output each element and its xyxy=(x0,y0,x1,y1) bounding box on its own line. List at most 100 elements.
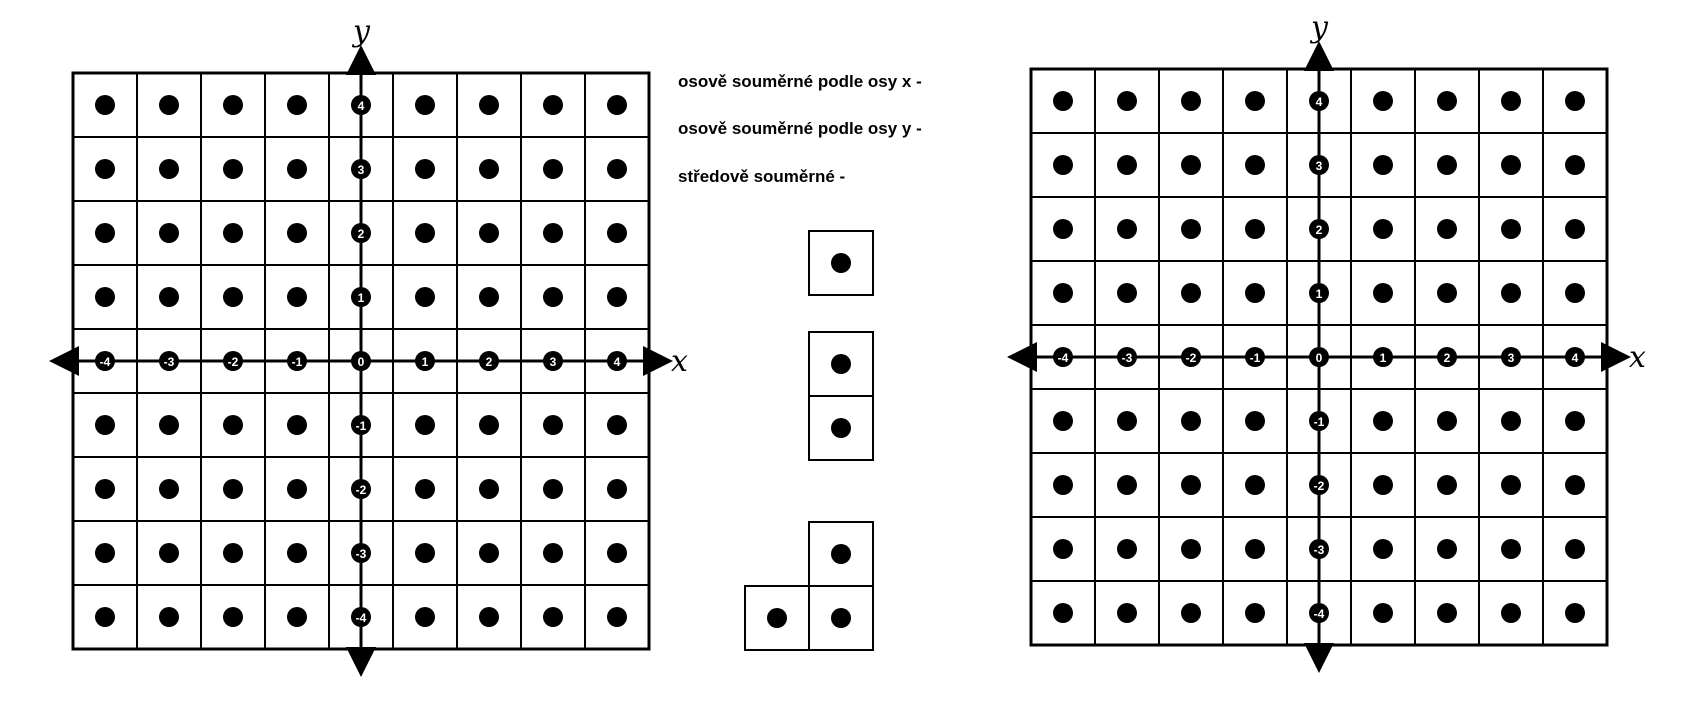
grid-dot xyxy=(287,543,307,563)
grid-dot xyxy=(1437,603,1457,623)
grid-dot xyxy=(287,351,307,371)
caption-central: středově souměrné - xyxy=(678,167,845,186)
grid-dot xyxy=(607,415,627,435)
grid-dot xyxy=(1053,91,1073,111)
y-tick-label: 1 xyxy=(1316,287,1323,301)
x-tick-label: 3 xyxy=(1508,351,1515,365)
grid-dot xyxy=(159,95,179,115)
grid-dot xyxy=(543,607,563,627)
grid-dot xyxy=(1373,539,1393,559)
vertical-domino-piece xyxy=(808,331,874,461)
grid-dot xyxy=(1117,603,1137,623)
y-tick-label: -1 xyxy=(1314,415,1325,429)
grid-dot xyxy=(479,607,499,627)
grid-dot xyxy=(1053,539,1073,559)
grid-dot xyxy=(95,543,115,563)
y-tick-label: 4 xyxy=(1316,95,1323,109)
grid-dot xyxy=(159,223,179,243)
x-tick-label: 3 xyxy=(550,355,557,369)
grid-dot xyxy=(543,479,563,499)
y-tick-label: 3 xyxy=(358,163,365,177)
x-tick-label: -4 xyxy=(100,355,111,369)
grid-dot xyxy=(1501,91,1521,111)
grid-dot xyxy=(287,95,307,115)
x-tick-label: -3 xyxy=(164,355,175,369)
shape-pieces xyxy=(744,230,874,651)
piece-dot xyxy=(831,608,851,628)
grid-dot xyxy=(1181,603,1201,623)
grid-dot xyxy=(479,287,499,307)
grid-dot xyxy=(95,287,115,307)
grid-dot xyxy=(415,95,435,115)
grid-dot xyxy=(351,607,371,627)
grid-dot xyxy=(95,479,115,499)
grid-dot xyxy=(1181,347,1201,367)
grid-dot xyxy=(1437,283,1457,303)
grid-dot xyxy=(223,159,243,179)
x-axis-name: x xyxy=(1629,340,1646,375)
x-tick-label: 1 xyxy=(422,355,429,369)
y-tick-label: 3 xyxy=(1316,159,1323,173)
grid-dot xyxy=(95,415,115,435)
grid-dot xyxy=(1437,539,1457,559)
x-tick-label: -3 xyxy=(1122,351,1133,365)
grid-dot xyxy=(223,479,243,499)
grid-dot xyxy=(287,159,307,179)
grid-dot xyxy=(543,95,563,115)
grid-dot xyxy=(1373,283,1393,303)
grid-dot xyxy=(1565,91,1585,111)
grid-dot xyxy=(1373,219,1393,239)
grid-dot xyxy=(607,287,627,307)
x-tick-label: -1 xyxy=(1250,351,1261,365)
grid-dot xyxy=(1565,475,1585,495)
grid-dot xyxy=(351,543,371,563)
grid-dot xyxy=(1117,91,1137,111)
grid-dot xyxy=(223,415,243,435)
grid-dot xyxy=(1053,155,1073,175)
x-tick-label: 2 xyxy=(1444,351,1451,365)
grid-dot xyxy=(1117,155,1137,175)
x-tick-label: -4 xyxy=(1058,351,1069,365)
grid-dot xyxy=(1117,411,1137,431)
y-tick-label: -3 xyxy=(356,547,367,561)
y-axis-name: y xyxy=(1309,10,1329,45)
grid-dot xyxy=(479,479,499,499)
grid-dot xyxy=(607,479,627,499)
grid-dot xyxy=(159,415,179,435)
grid-dot xyxy=(95,95,115,115)
grid-dot xyxy=(1373,347,1393,367)
y-tick-label: -4 xyxy=(356,611,367,625)
grid-dot xyxy=(1245,603,1265,623)
grid-dot xyxy=(287,415,307,435)
grid-dot xyxy=(287,479,307,499)
y-tick-label: -4 xyxy=(1314,607,1325,621)
grid-dot xyxy=(543,223,563,243)
x-tick-label: 0 xyxy=(358,355,365,369)
grid-cell xyxy=(1158,580,1224,646)
grid-dot xyxy=(1437,411,1457,431)
grid-cell xyxy=(520,72,586,138)
piece-dot xyxy=(831,544,851,564)
grid-dot xyxy=(1117,283,1137,303)
grid-dot xyxy=(1565,603,1585,623)
grid-dot xyxy=(351,415,371,435)
grid-dot xyxy=(1565,411,1585,431)
grid-dot xyxy=(1309,283,1329,303)
grid-dot xyxy=(95,223,115,243)
y-tick-label: -2 xyxy=(356,483,367,497)
grid-dot xyxy=(223,607,243,627)
grid-dot xyxy=(223,95,243,115)
grid-dot xyxy=(223,223,243,243)
grid-dot xyxy=(351,479,371,499)
grid-dot xyxy=(1053,347,1073,367)
grid-dot xyxy=(223,287,243,307)
grid-dot xyxy=(415,223,435,243)
grid-dot xyxy=(1117,347,1137,367)
grid-dot xyxy=(1437,155,1457,175)
grid-dot xyxy=(287,287,307,307)
grid-dot xyxy=(1565,347,1585,367)
x-tick-label: 0 xyxy=(1316,351,1323,365)
grid-dot xyxy=(1501,411,1521,431)
grid-dot xyxy=(1181,411,1201,431)
